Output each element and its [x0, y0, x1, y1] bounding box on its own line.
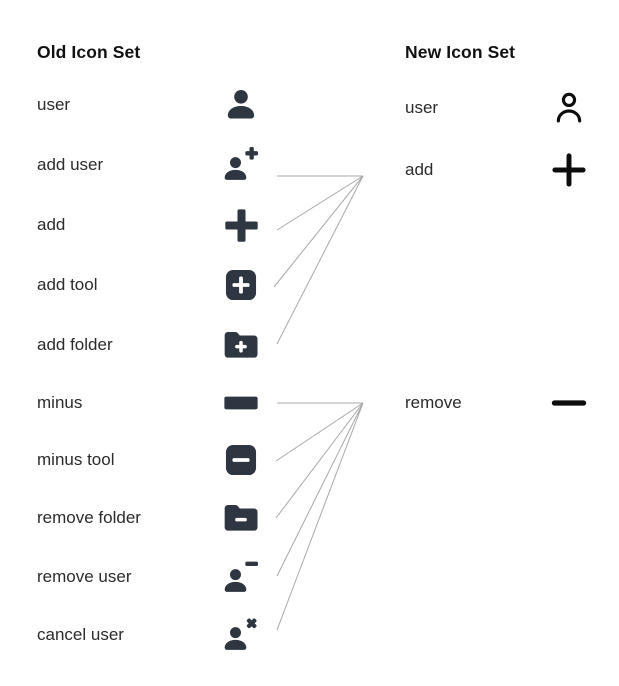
old-label-add: add — [37, 215, 66, 234]
minus-thin-icon — [547, 383, 591, 423]
old-label-add-tool: add tool — [37, 275, 98, 294]
old-row-add-folder: add folder — [37, 325, 263, 365]
folder-plus-icon — [219, 325, 263, 365]
old-label-add-folder: add folder — [37, 335, 113, 354]
old-label-cancel-user: cancel user — [37, 625, 124, 644]
plus-thin-icon — [547, 150, 591, 190]
minus-bar-icon — [219, 383, 263, 423]
square-plus-icon — [219, 265, 263, 305]
old-row-remove-folder: remove folder — [37, 498, 263, 538]
user-cancel-icon — [219, 615, 263, 655]
new-icon-set-heading: New Icon Set — [405, 42, 516, 62]
new-label-user: user — [405, 98, 439, 117]
folder-minus-icon — [219, 498, 263, 538]
user-add-icon — [219, 145, 263, 185]
old-icon-set-heading: Old Icon Set — [37, 42, 141, 62]
new-label-remove: remove — [405, 393, 462, 412]
user-outline-icon — [547, 88, 591, 128]
old-row-cancel-user: cancel user — [37, 615, 263, 655]
old-row-add-user: add user — [37, 145, 263, 185]
new-row-add: add — [405, 150, 591, 190]
old-label-minus-tool: minus tool — [37, 450, 115, 469]
old-row-add-tool: add tool — [37, 265, 263, 305]
old-row-minus: minus — [37, 383, 263, 423]
new-row-remove: remove — [405, 383, 591, 423]
old-row-remove-user: remove user — [37, 557, 263, 597]
old-label-remove-folder: remove folder — [37, 508, 141, 527]
old-row-user: user — [37, 85, 263, 125]
square-minus-icon — [219, 440, 263, 480]
old-label-minus: minus — [37, 393, 83, 412]
plus-bold-icon — [219, 205, 263, 245]
old-label-add-user: add user — [37, 155, 104, 174]
user-minus-icon — [219, 557, 263, 597]
old-label-user: user — [37, 95, 71, 114]
new-row-user: user — [405, 88, 591, 128]
old-row-add: add — [37, 205, 263, 245]
old-label-remove-user: remove user — [37, 567, 132, 586]
new-label-add: add — [405, 160, 434, 179]
user-filled-icon — [219, 85, 263, 125]
old-row-minus-tool: minus tool — [37, 440, 263, 480]
